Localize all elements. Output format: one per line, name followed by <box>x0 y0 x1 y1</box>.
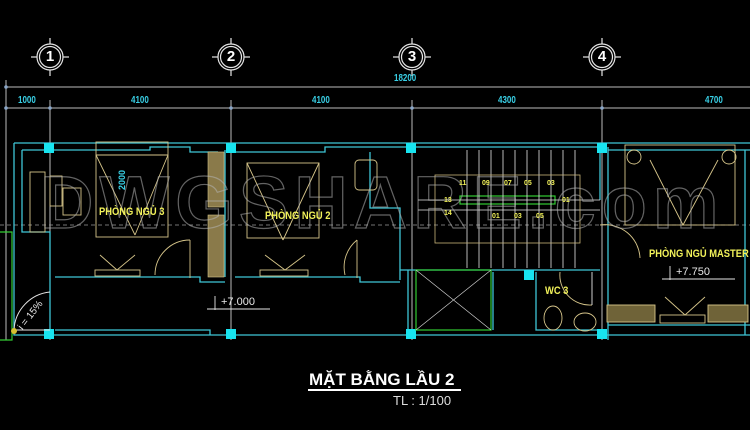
wc-fixtures <box>543 271 597 332</box>
stair-step: 05 <box>536 213 544 220</box>
stair-step: 01 <box>492 213 500 220</box>
axis-label-1: 1 <box>45 48 55 65</box>
stairs <box>418 150 600 268</box>
room-label-bedroom-3: PHÒNG NGỦ 3 <box>99 206 165 218</box>
stair-step: 05 <box>524 180 532 187</box>
dimension-segment-2: 4100 <box>131 95 149 106</box>
axis-label-4: 4 <box>597 48 607 65</box>
dimension-segment-3: 4100 <box>312 95 330 106</box>
dimension-total: 18200 <box>394 73 417 84</box>
axis-marker-3 <box>393 38 431 76</box>
stair-step: 03 <box>514 213 522 220</box>
furniture-master-bedroom <box>599 144 749 324</box>
drawing-scale: TL : 1/100 <box>393 393 452 408</box>
room-label-master-bedroom: PHÒNG NGỦ MASTER <box>649 248 749 260</box>
axis-marker-4 <box>583 38 621 76</box>
axis-marker-2 <box>212 38 250 76</box>
stair-step: 11 <box>459 180 467 187</box>
slope-arc <box>13 291 51 331</box>
furniture-bedroom-2 <box>246 159 378 278</box>
stair-step: 07 <box>504 180 512 187</box>
dimension-segment-1: 1000 <box>18 95 36 106</box>
wardrobe <box>207 151 225 278</box>
axis-marker-1 <box>31 38 69 76</box>
dimension-segment-5: 4700 <box>705 95 723 106</box>
level-hall: +7.000 <box>221 296 255 308</box>
bed-dimension: 2000 <box>117 169 127 190</box>
shaft <box>415 269 492 331</box>
room-label-bedroom-2: PHÒNG NGỦ 2 <box>265 210 331 222</box>
axis-markers <box>31 38 621 76</box>
walls <box>13 142 750 340</box>
level-markers <box>207 266 735 310</box>
stair-step: 01 <box>562 197 570 204</box>
dimension-segment-4: 4300 <box>498 95 516 106</box>
level-master: +7.750 <box>676 266 710 278</box>
columns <box>44 143 607 339</box>
stair-step: 13 <box>444 197 452 204</box>
stair-step: 14 <box>444 210 452 217</box>
room-label-wc-3: WC 3 <box>545 285 569 297</box>
stair-step: 09 <box>482 180 490 187</box>
stair-step: 03 <box>547 180 555 187</box>
furniture-bedroom-3 <box>29 141 191 278</box>
watermark: DWGSHARE.com <box>39 160 725 244</box>
axis-label-2: 2 <box>226 48 236 65</box>
drawing-title: MẶT BẰNG LẦU 2 <box>309 370 455 389</box>
axis-label-3: 3 <box>407 48 417 65</box>
